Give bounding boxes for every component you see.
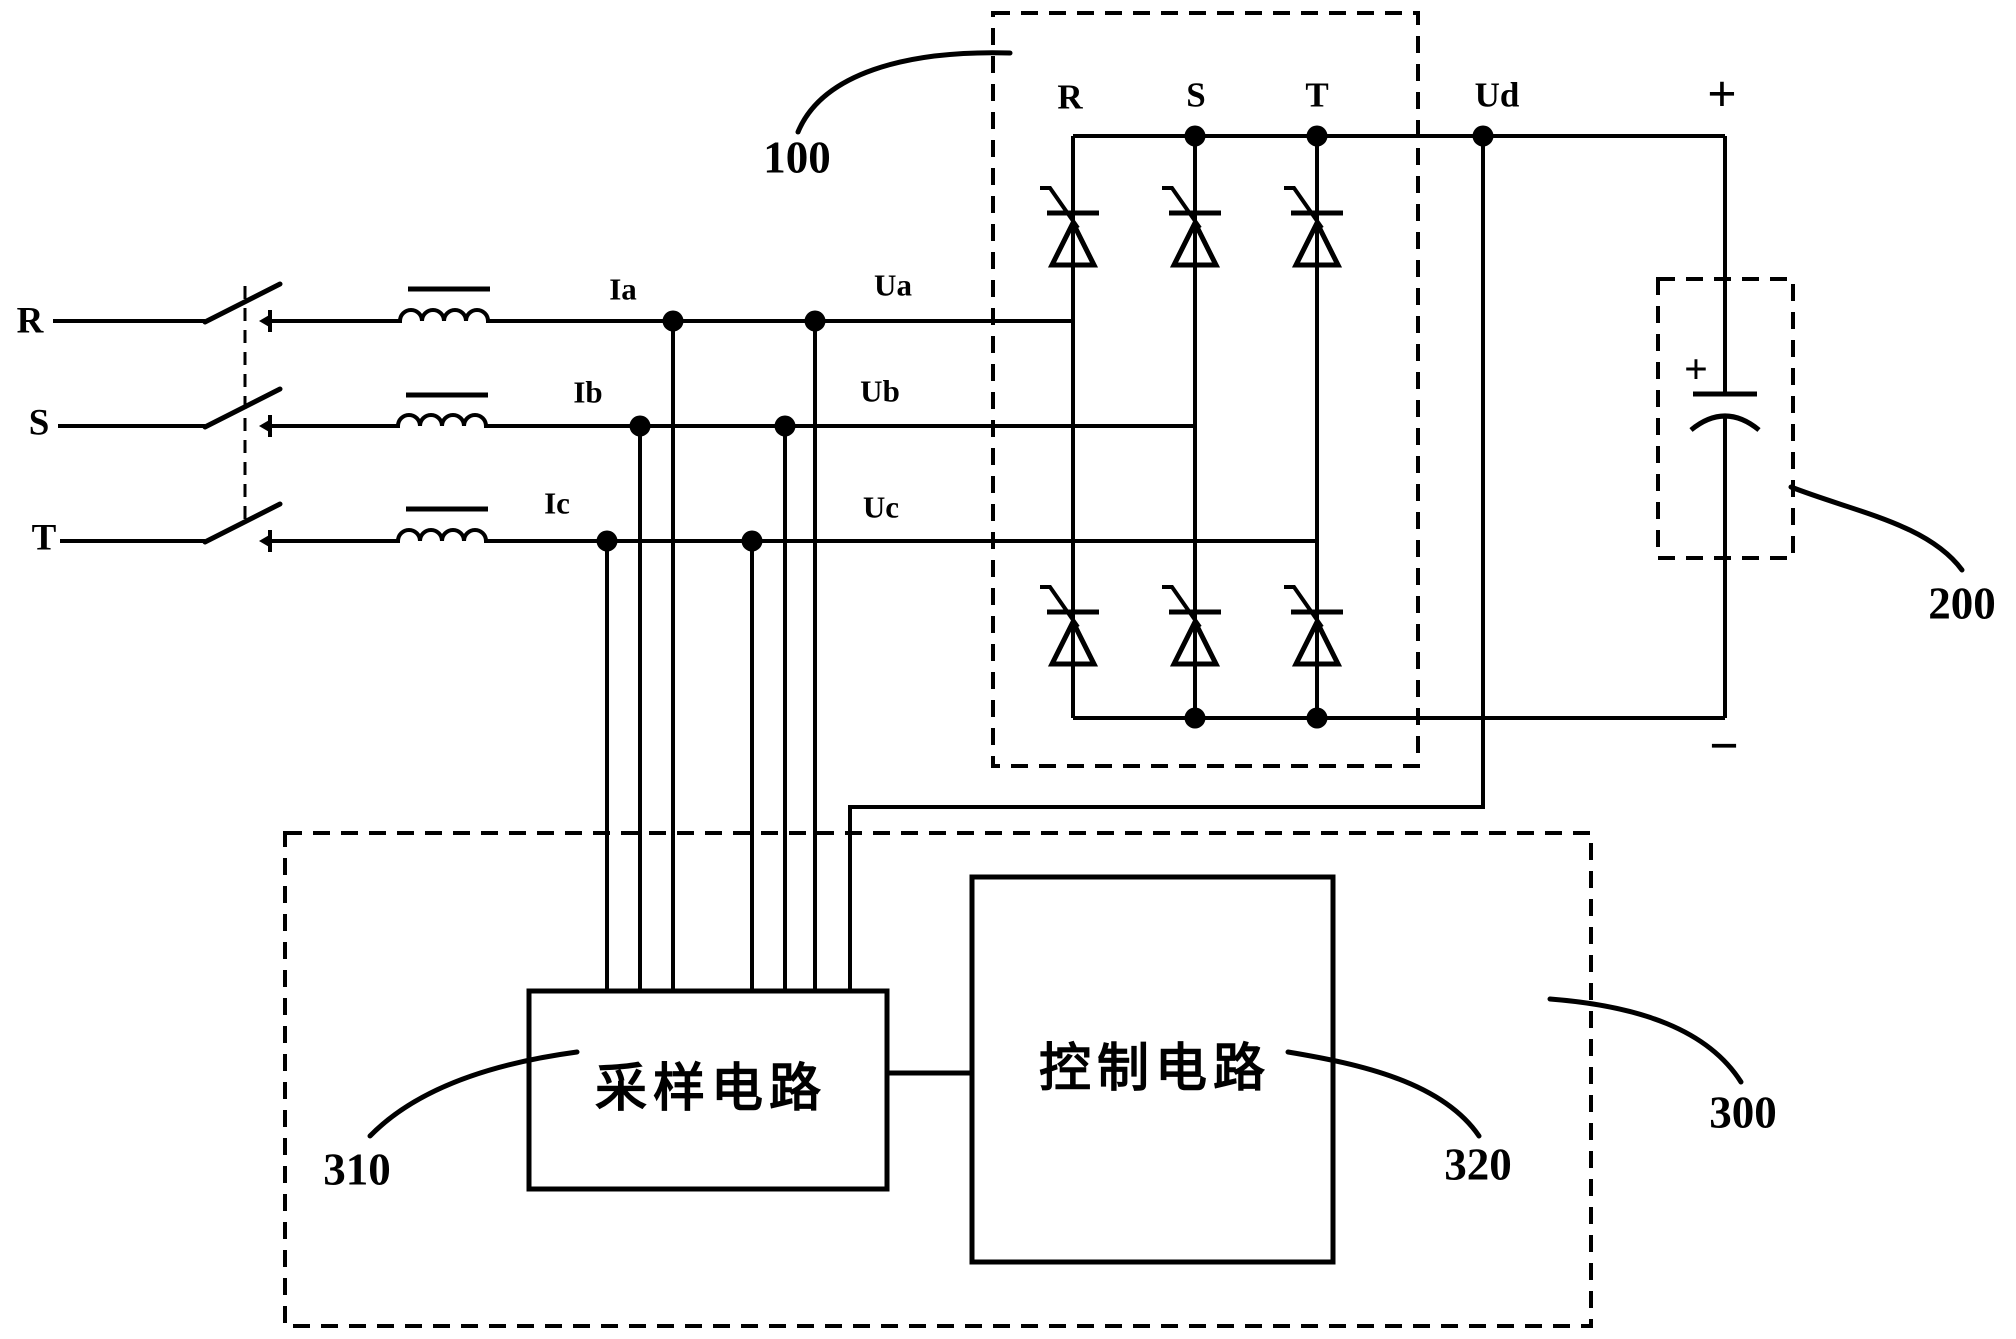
thyristor-top-t xyxy=(1284,188,1343,265)
label-current-ic: Ic xyxy=(544,485,570,521)
ref-number-320: 320 xyxy=(1444,1139,1512,1190)
control-circuit-box xyxy=(969,874,1336,1265)
leader-310 xyxy=(367,1049,580,1139)
thyristor-bottom-s xyxy=(1162,587,1221,664)
label-dc-minus: − xyxy=(1709,718,1739,775)
switch-blade-s xyxy=(202,386,283,430)
label-terminal-t: T xyxy=(31,517,57,559)
label-voltage-uc: Uc xyxy=(862,489,900,525)
label-current-ia: Ia xyxy=(609,271,637,307)
leader-lines xyxy=(367,50,1965,1139)
inductor-t xyxy=(272,528,1317,543)
phase-line-t xyxy=(60,501,1317,552)
ref-number-100: 100 xyxy=(763,132,831,183)
capacitor-symbol xyxy=(1689,136,1761,718)
label-bridge-t: T xyxy=(1305,75,1329,115)
bridge-wiring xyxy=(1071,134,1725,720)
controller-boundary-box-300 xyxy=(283,831,1593,1328)
label-capacitor-plus: + xyxy=(1684,347,1708,393)
box-label-control-circuit: 控制电路 xyxy=(1038,1041,1272,1098)
thyristor-top-s xyxy=(1162,188,1221,265)
thyristor-bottom-t xyxy=(1284,587,1343,664)
label-voltage-ua: Ua xyxy=(874,267,912,303)
thyristor-bottom-r xyxy=(1040,587,1099,664)
label-dc-plus: + xyxy=(1707,66,1737,123)
ref-number-310: 310 xyxy=(323,1144,391,1195)
inductor-s xyxy=(272,413,1195,428)
ref-number-200: 200 xyxy=(1928,578,1996,629)
rectifier-boundary-box-100 xyxy=(991,11,1420,768)
leader-200 xyxy=(1788,484,1965,573)
sampling-circuit-box xyxy=(526,988,890,1192)
leader-320 xyxy=(1285,1049,1482,1139)
inductor-r xyxy=(272,308,1073,323)
label-terminal-r: R xyxy=(16,300,44,342)
leader-300 xyxy=(1547,996,1744,1085)
label-current-ib: Ib xyxy=(573,374,603,410)
thyristor-top-r xyxy=(1040,188,1099,265)
leader-100 xyxy=(795,50,1013,135)
phase-line-s xyxy=(58,386,1195,437)
ref-number-300: 300 xyxy=(1709,1087,1777,1138)
switch-blade-t xyxy=(202,501,283,545)
label-bridge-r: R xyxy=(1057,77,1083,117)
label-bridge-s: S xyxy=(1186,75,1206,115)
phase-line-r xyxy=(53,281,1073,332)
label-terminal-s: S xyxy=(28,402,50,444)
sense-line-ud xyxy=(848,136,1485,991)
junction-dots xyxy=(596,125,1494,729)
box-label-sampling-circuit: 采样电路 xyxy=(594,1061,828,1118)
label-dc-output-ud: Ud xyxy=(1474,75,1520,115)
sense-lines xyxy=(605,136,1485,991)
label-voltage-ub: Ub xyxy=(860,373,900,409)
switch-blade-r xyxy=(202,281,283,325)
